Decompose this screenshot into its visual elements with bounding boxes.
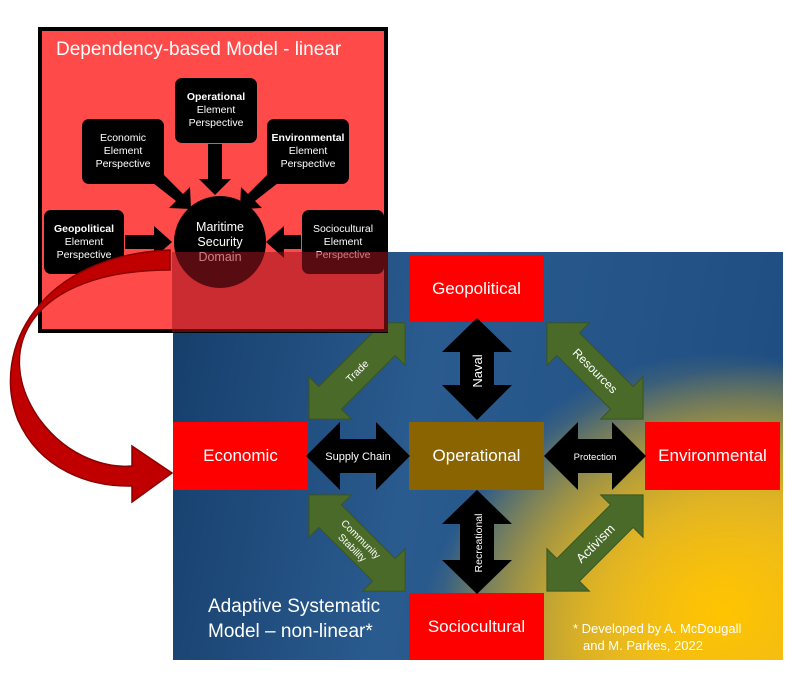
sociocultural-perspective-line1: Sociocultural bbox=[312, 222, 374, 235]
economic-perspective-line1: Economic bbox=[99, 132, 147, 144]
economic-perspective-line3: Perspective bbox=[95, 158, 151, 170]
credit-line2: and M. Parkes, 2022 bbox=[583, 638, 703, 653]
sociocultural-box: Sociocultural bbox=[409, 593, 544, 660]
credit-line1: * Developed by A. McDougall bbox=[573, 621, 742, 636]
operational-box: Operational bbox=[409, 422, 544, 490]
operational-perspective-line2: Element bbox=[196, 104, 236, 116]
operational-perspective-line3: Perspective bbox=[188, 117, 244, 129]
sociocultural-perspective-line2: Element bbox=[323, 235, 363, 248]
supply-chain-arrow: Supply Chain bbox=[306, 422, 410, 490]
environmental-perspective-line2: Element bbox=[288, 145, 328, 157]
arrow-operational-to-domain bbox=[199, 144, 231, 195]
operational-perspective-box: Operational Element Perspective bbox=[175, 78, 257, 143]
adaptive-title-line2: Model – non-linear* bbox=[208, 621, 373, 642]
geopolitical-perspective-line2: Element bbox=[64, 235, 104, 248]
resources-arrow: Resources bbox=[546, 322, 644, 420]
adaptive-model-title: Adaptive Systematic Model – non-linear* bbox=[208, 594, 380, 644]
environmental-perspective-line1: Environmental bbox=[271, 132, 345, 144]
supply-chain-label: Supply Chain bbox=[325, 451, 390, 463]
arrow-geopolitical-to-domain bbox=[125, 226, 172, 258]
recreational-arrow: Recreational bbox=[442, 490, 512, 594]
environmental-box: Environmental bbox=[645, 422, 780, 490]
economic-perspective-box: Economic Element Perspective bbox=[82, 119, 164, 184]
dependency-model-title: Dependency-based Model - linear bbox=[56, 39, 342, 60]
naval-arrow: Naval bbox=[442, 318, 512, 420]
adaptive-title-line1: Adaptive Systematic bbox=[208, 596, 381, 617]
naval-label: Naval bbox=[470, 354, 485, 387]
geopolitical-box: Geopolitical bbox=[409, 255, 544, 322]
dependency-model-panel: Dependency-based Model - linear Operatio… bbox=[38, 27, 388, 333]
community-stability-arrow: Community Stability bbox=[308, 494, 406, 592]
arrow-sociocultural-to-domain bbox=[266, 226, 301, 258]
economic-box: Economic bbox=[173, 422, 308, 490]
economic-perspective-line2: Element bbox=[103, 145, 143, 157]
operational-perspective-line1: Operational bbox=[186, 91, 246, 103]
recreational-label: Recreational bbox=[473, 514, 485, 573]
environmental-perspective-box: Environmental Element Perspective bbox=[267, 119, 349, 184]
dependency-arrows bbox=[125, 144, 301, 258]
geopolitical-perspective-line1: Geopolitical bbox=[53, 222, 115, 235]
maritime-line1: Maritime bbox=[196, 219, 244, 234]
maritime-line2: Security bbox=[197, 234, 243, 249]
credit-note: * Developed by A. McDougall and M. Parke… bbox=[573, 620, 741, 654]
activism-arrow: Activism bbox=[546, 494, 644, 592]
arrow-environmental-to-domain bbox=[240, 174, 278, 209]
environmental-perspective-line3: Perspective bbox=[280, 158, 336, 170]
protection-label: Protection bbox=[574, 452, 617, 463]
arrow-economic-to-domain bbox=[153, 174, 191, 209]
protection-arrow: Protection bbox=[544, 422, 646, 490]
trade-arrow: Trade bbox=[308, 322, 406, 420]
